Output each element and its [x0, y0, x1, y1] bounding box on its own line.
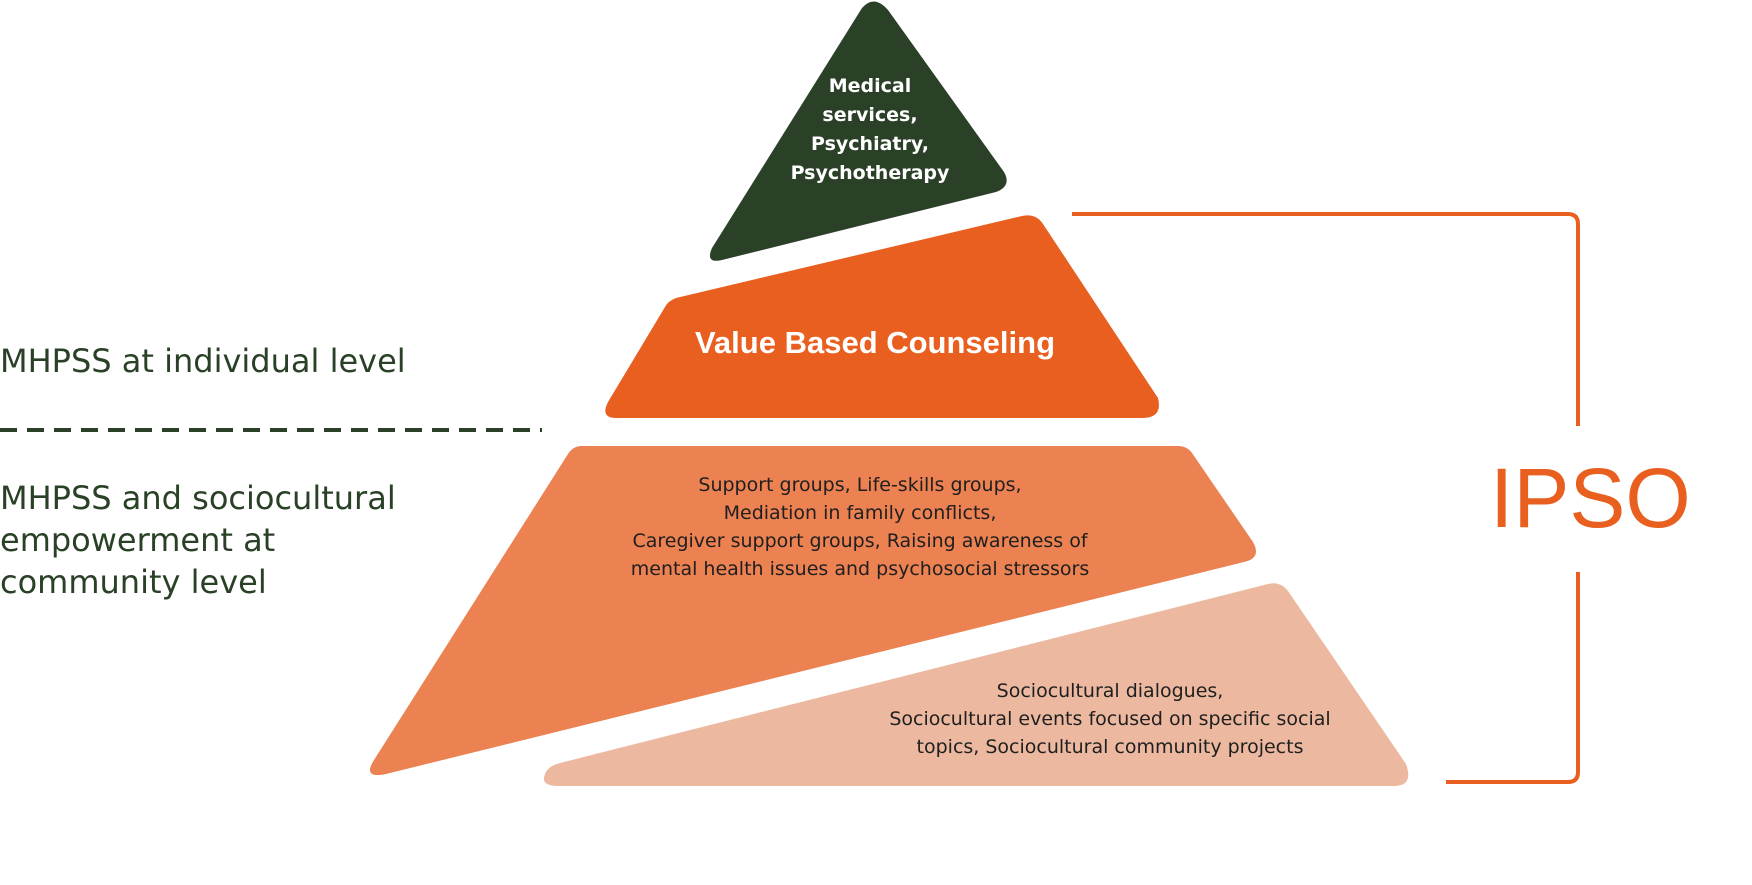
level-top-lines: Medical services, Psychiatry, Psychotherapy [740, 72, 1000, 188]
level-community-lines: Support groups, Life-skills groups, Media… [570, 471, 1150, 583]
pyramid-level-community [370, 446, 1256, 776]
text-line: empowerment at [0, 521, 276, 559]
text-line: Caregiver support groups, Raising awaren… [632, 530, 1088, 552]
side-label-community: MHPSS and sociocultural empowerment at com… [0, 477, 396, 603]
text-line: Sociocultural dialogues, [996, 680, 1224, 702]
level-sociocultural-lines: Sociocultural dialogues, Sociocultural ev… [850, 677, 1370, 761]
pyramid-level-top [709, 1, 1007, 261]
text-line: MHPSS and sociocultural [0, 479, 396, 517]
text-line: Support groups, Life-skills groups, [698, 474, 1022, 496]
level-community-text: Support groups, Life-skills groups, Media… [570, 471, 1150, 583]
text-line: Mediation in family conflicts, [723, 502, 997, 524]
pyramid-level-value-based [605, 215, 1159, 418]
text-line: services, [822, 104, 918, 126]
text-line: Psychotherapy [790, 162, 950, 184]
text-line: Sociocultural events focused on specific… [889, 708, 1331, 730]
level-top-text: Medical services, Psychiatry, Psychotherapy [740, 72, 1000, 188]
text-line: Psychiatry, [811, 133, 929, 155]
text-line: Medical [828, 75, 912, 97]
ipso-label: IPSO [1490, 451, 1691, 545]
side-label-community-lines: MHPSS and sociocultural empowerment at com… [0, 477, 396, 603]
pyramid-level-sociocultural [543, 583, 1409, 786]
ipso-bracket-bottom [1446, 572, 1580, 784]
level-value-based-text: Value Based Counseling [694, 325, 1056, 360]
side-label-individual: MHPSS at individual level [0, 342, 406, 380]
level-sociocultural-text: Sociocultural dialogues, Sociocultural ev… [850, 677, 1370, 761]
text-line: topics, Sociocultural community projects [916, 736, 1304, 758]
text-line: community level [0, 563, 267, 601]
text-line: mental health issues and psychosocial st… [630, 558, 1090, 580]
ipso-bracket-top [1072, 212, 1580, 426]
